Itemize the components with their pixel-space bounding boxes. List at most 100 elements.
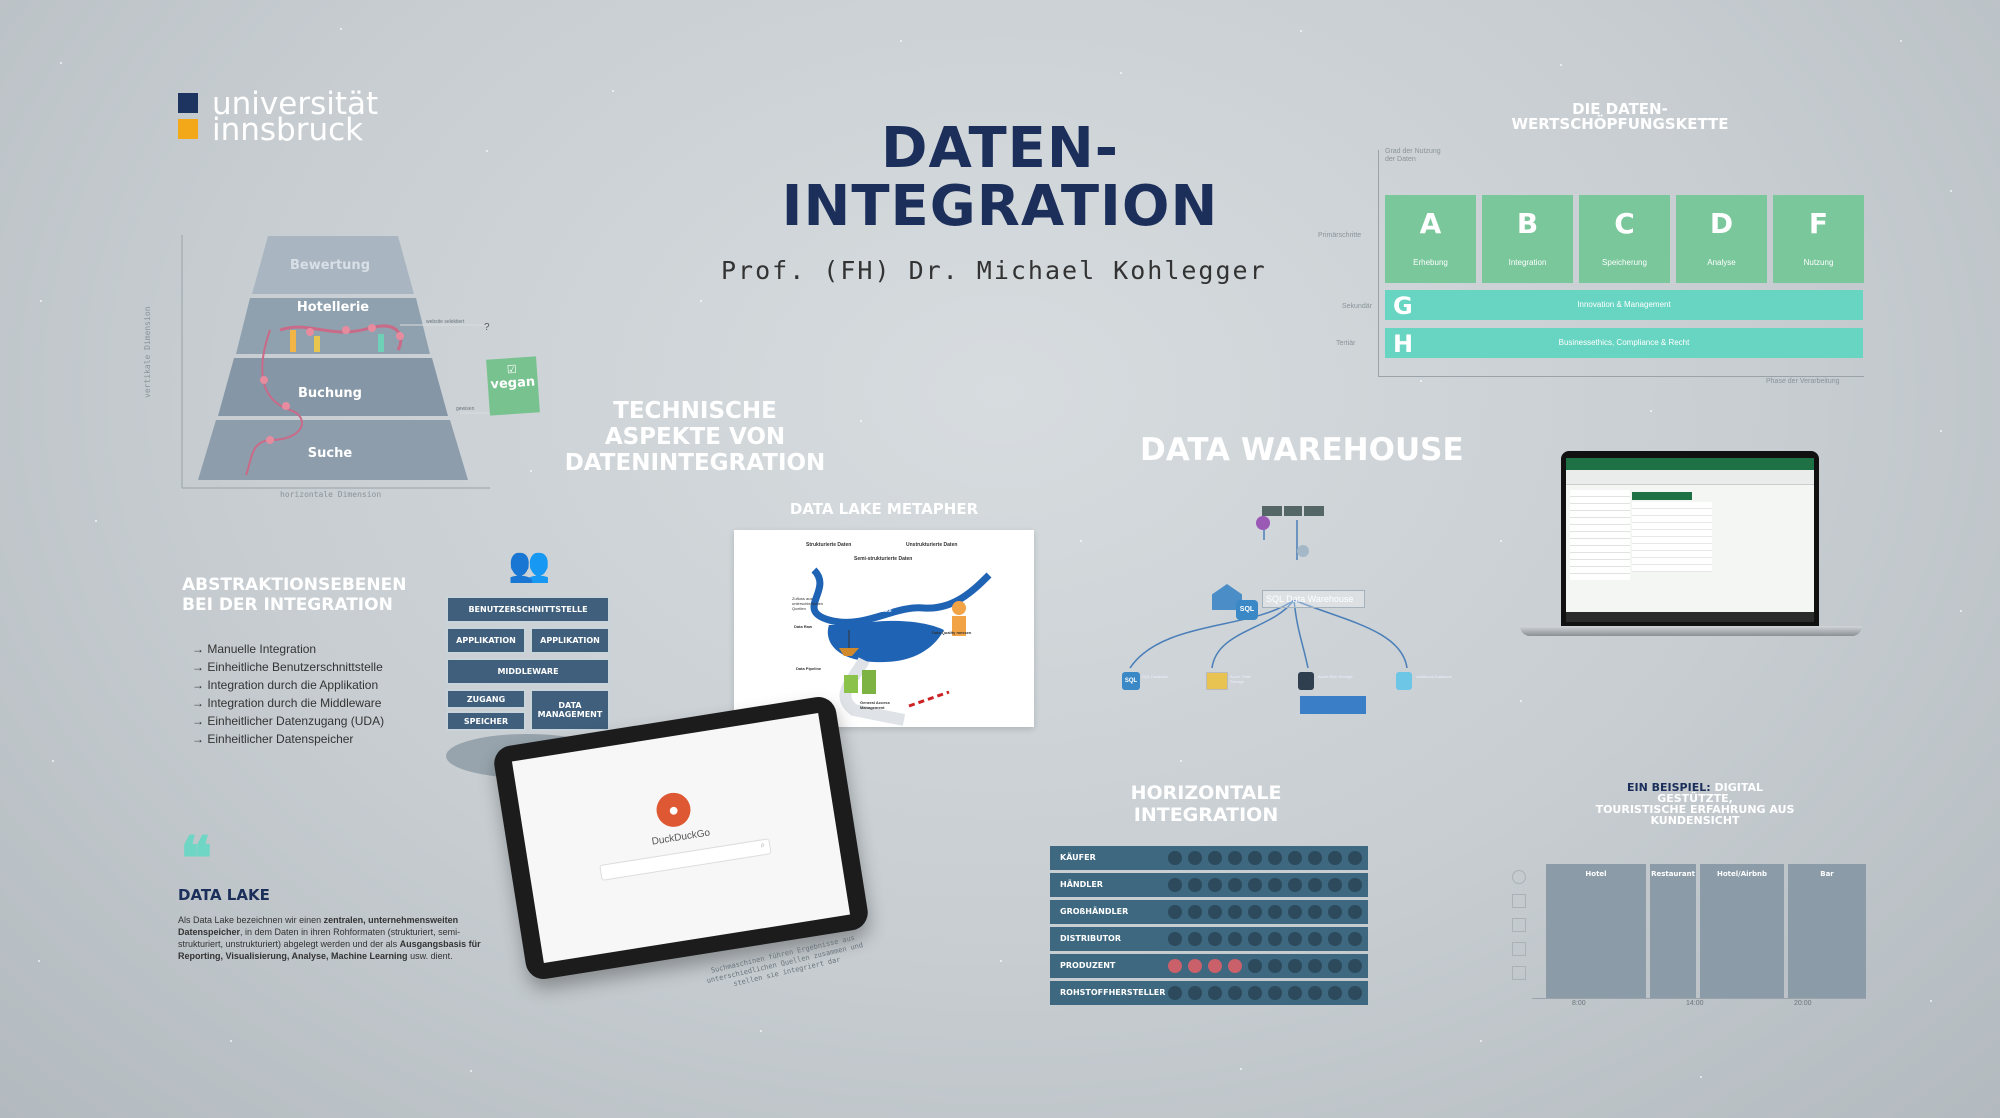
horizontal-dot	[1248, 905, 1262, 919]
sql-icon: SQL	[1236, 600, 1258, 620]
laptop-dock	[1566, 612, 1814, 622]
university-logo: universität innsbruck	[178, 89, 388, 148]
phone-icon	[1512, 894, 1526, 908]
tourism-column: Hotel	[1546, 864, 1646, 998]
list-item: → Integration durch die Middleware	[192, 694, 384, 712]
horizontal-dot	[1248, 851, 1262, 865]
stack-label: MANAGEMENT	[537, 710, 603, 719]
dwh-popup-panel	[1300, 696, 1366, 714]
step-letter: A	[1419, 207, 1442, 240]
bar-label: Innovation & Management	[1577, 300, 1671, 309]
tourism-column-label: Hotel	[1585, 870, 1607, 878]
list-item: → Manuelle Integration	[192, 640, 384, 658]
location-icon	[1512, 870, 1526, 884]
lake-label: Strukturierte Daten	[806, 542, 852, 548]
value-chain-row-label: Tertiär	[1336, 340, 1356, 347]
value-chain-step-b: B Integration	[1482, 195, 1573, 283]
tourism-column-label: Restaurant	[1651, 870, 1695, 878]
horizontal-dot	[1208, 986, 1222, 1000]
data-lake-heading: DATA LAKE	[178, 886, 270, 904]
horizontal-dot	[1288, 905, 1302, 919]
list-item-text: Einheitlicher Datenspeicher	[207, 732, 354, 746]
horizontal-dot	[1228, 986, 1242, 1000]
technical-heading-line1: TECHNISCHE	[613, 398, 777, 424]
value-chain-y-axis	[1378, 150, 1379, 376]
pyramid-axis-y: vertikale Dimension	[143, 306, 152, 398]
horizontal-integration-heading: HORIZONTALE INTEGRATION	[1100, 782, 1312, 826]
horizontal-dot	[1328, 986, 1342, 1000]
horizontal-row-label: GROßHÄNDLER	[1060, 907, 1129, 916]
horizontal-dot	[1308, 878, 1322, 892]
horizontal-dot	[1328, 959, 1342, 973]
lake-label: Data Raw	[794, 624, 813, 629]
bar-letter: H	[1393, 330, 1414, 358]
value-chain-bar-g: G Innovation & Management	[1385, 290, 1863, 320]
definition-bold: Ausgangsbasis für Reporting, Visualisier…	[178, 939, 481, 961]
value-chain-step-f: F Nutzung	[1773, 195, 1864, 283]
drink-icon	[1512, 966, 1526, 980]
tourism-heading-prefix: EIN BEISPIEL:	[1626, 781, 1711, 794]
tourism-column-label: Bar	[1820, 870, 1834, 878]
horizontal-dot	[1228, 878, 1242, 892]
horizontal-row: PRODUZENT	[1050, 954, 1368, 978]
dwh-source-label: Azure Blob Storage	[1318, 674, 1353, 679]
value-chain-heading-line1: DIE DATEN-	[1572, 100, 1668, 118]
value-chain-row-label: Sekundär	[1342, 303, 1372, 310]
step-label: Nutzung	[1803, 258, 1834, 267]
lake-illustration	[810, 567, 992, 726]
horizontal-dot	[1188, 878, 1202, 892]
pyramid-level: Bewertung	[290, 258, 370, 273]
horizontal-dot	[1308, 851, 1322, 865]
horizontal-dot	[1248, 932, 1262, 946]
horizontal-dot	[1288, 878, 1302, 892]
value-chain-axis-bottom: Phase der Verarbeitung	[1766, 378, 1840, 385]
dwh-source-label: Additional Datastore	[1416, 674, 1453, 679]
horizontal-dot	[1328, 905, 1342, 919]
stack-label: DATA	[558, 701, 582, 710]
horizontal-dot	[1268, 959, 1282, 973]
arrow-right-icon: →	[192, 696, 208, 710]
horizontal-row-label: ROHSTOFFHERSTELLER	[1060, 988, 1166, 997]
value-chain-bar-h: H Businessethics, Compliance & Recht	[1385, 328, 1863, 358]
dwh-source-label: SQL Database	[1142, 674, 1169, 679]
horizontal-dot	[1288, 851, 1302, 865]
lake-label: General Access Management	[860, 700, 890, 710]
excel-toolbar	[1566, 458, 1814, 470]
value-chain-x-axis	[1378, 376, 1864, 377]
abstraction-heading-line1: ABSTRAKTIONSEBENEN	[182, 575, 407, 595]
tourism-tick: 14:00	[1686, 1000, 1704, 1007]
data-lake-definition: Als Data Lake bezeichnen wir einen zentr…	[178, 914, 490, 962]
horizontal-row: KÄUFER	[1050, 846, 1368, 870]
horizontal-dot	[1168, 851, 1182, 865]
logo-text-line2: innsbruck	[212, 112, 364, 148]
vegan-note-label: vegan	[490, 374, 536, 393]
horizontal-dot	[1188, 851, 1202, 865]
abstraction-list: → Manuelle Integration → Einheitliche Be…	[192, 640, 384, 748]
value-chain-step-d: D Analyse	[1676, 195, 1767, 283]
horizontal-dot	[1288, 986, 1302, 1000]
horizontal-dot	[1228, 959, 1242, 973]
pyramid-axis-x: horizontale Dimension	[280, 490, 382, 499]
lake-label: Data Pipeline	[796, 666, 822, 671]
horizontal-dot	[1308, 905, 1322, 919]
horizontal-dot	[1288, 932, 1302, 946]
pyramid-level: Hotellerie	[296, 300, 370, 315]
value-chain-heading: DIE DATEN- WERTSCHÖPFUNGSKETTE	[1478, 102, 1762, 132]
search-icon[interactable]: ⌕	[759, 839, 766, 850]
list-item-text: Manuelle Integration	[207, 642, 317, 656]
pyramid-level: Suche	[307, 446, 353, 461]
value-chain-step-c: C Speicherung	[1579, 195, 1670, 283]
step-letter: F	[1808, 207, 1829, 240]
definition-bold: zentralen, unternehmensweiten Datenspeic…	[178, 915, 459, 937]
arrow-right-icon: →	[192, 678, 208, 692]
horizontal-heading-line2: INTEGRATION	[1133, 804, 1279, 826]
bulb-icon	[1297, 545, 1309, 557]
dwh-connector-lines	[1129, 506, 1408, 669]
tourism-tick: 8:00	[1572, 1000, 1586, 1007]
horizontal-dot	[1308, 986, 1322, 1000]
horizontal-dot	[1268, 932, 1282, 946]
step-letter: C	[1614, 207, 1635, 240]
database-icon: SQL	[1122, 672, 1140, 690]
horizontal-row: DISTRIBUTOR	[1050, 927, 1368, 951]
horizontal-dot	[1168, 986, 1182, 1000]
